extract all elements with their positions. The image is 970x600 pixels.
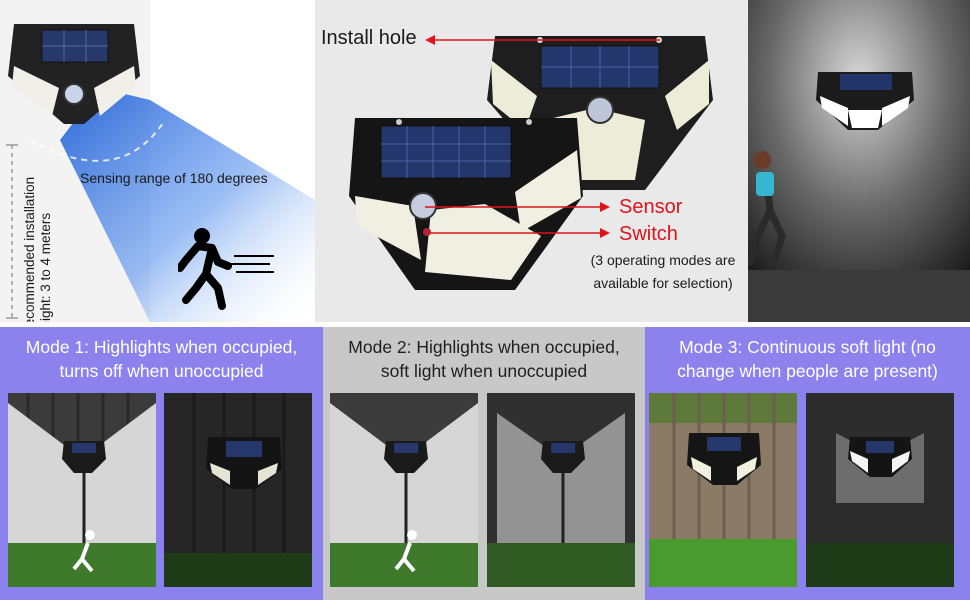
- running-person-icon: [72, 542, 94, 573]
- modes-note-line2: available for selection): [593, 275, 733, 291]
- modes-note-line1: (3 operating modes are: [590, 252, 736, 268]
- product-render: [349, 35, 713, 290]
- install-hole-label: Install hole: [321, 27, 417, 49]
- mode-2-title: Mode 2: Highlights when occupied, soft l…: [323, 335, 645, 383]
- motion-sensor-icon: [63, 83, 85, 105]
- mode-1-title: Mode 1: Highlights when occupied, turns …: [0, 335, 323, 383]
- mode-1-occupied-photo: [8, 393, 156, 587]
- solar-wall-light-icon: [349, 118, 583, 290]
- mode-1-line2: turns off when unoccupied: [59, 361, 264, 381]
- modes-note: (3 operating modes are available for sel…: [583, 249, 743, 295]
- product-diagram-panel: Install hole Sensor Switch (3 operating …: [315, 0, 748, 322]
- sensor-label: Sensor: [619, 196, 683, 218]
- mode-1-unoccupied-photo: [164, 393, 312, 587]
- running-person-icon: [178, 228, 274, 310]
- mode-1-band: Mode 1: Highlights when occupied, turns …: [0, 327, 323, 600]
- mode-3-line1: Mode 3: Continuous soft light (no: [679, 337, 936, 357]
- mode-2-occupied-photo: [330, 393, 478, 587]
- mode-2-unoccupied-photo: [487, 393, 635, 587]
- mode-3-night-photo: [806, 393, 954, 587]
- install-height-label: Recommended installation height: 3 to 4 …: [22, 176, 53, 322]
- mode-3-line2: change when people are present): [677, 361, 938, 381]
- sensing-range-label: Sensing range of 180 degrees: [80, 170, 268, 186]
- switch-label: Switch: [619, 223, 678, 245]
- sensing-range-panel: Sensing range of 180 degrees Recommended…: [0, 0, 315, 322]
- mode-3-occupied-photo: [649, 393, 797, 587]
- mode-2-band: Mode 2: Highlights when occupied, soft l…: [323, 327, 645, 600]
- mode-2-line2: soft light when unoccupied: [380, 361, 588, 381]
- running-person-icon: [394, 542, 416, 573]
- mode-3-band: Mode 3: Continuous soft light (no change…: [645, 327, 970, 600]
- lifestyle-photo: [748, 0, 970, 322]
- mode-3-title: Mode 3: Continuous soft light (no change…: [645, 335, 970, 383]
- mode-2-line1: Mode 2: Highlights when occupied,: [348, 337, 620, 357]
- solar-wall-light-icon: [8, 24, 140, 124]
- mode-1-line1: Mode 1: Highlights when occupied,: [25, 337, 298, 357]
